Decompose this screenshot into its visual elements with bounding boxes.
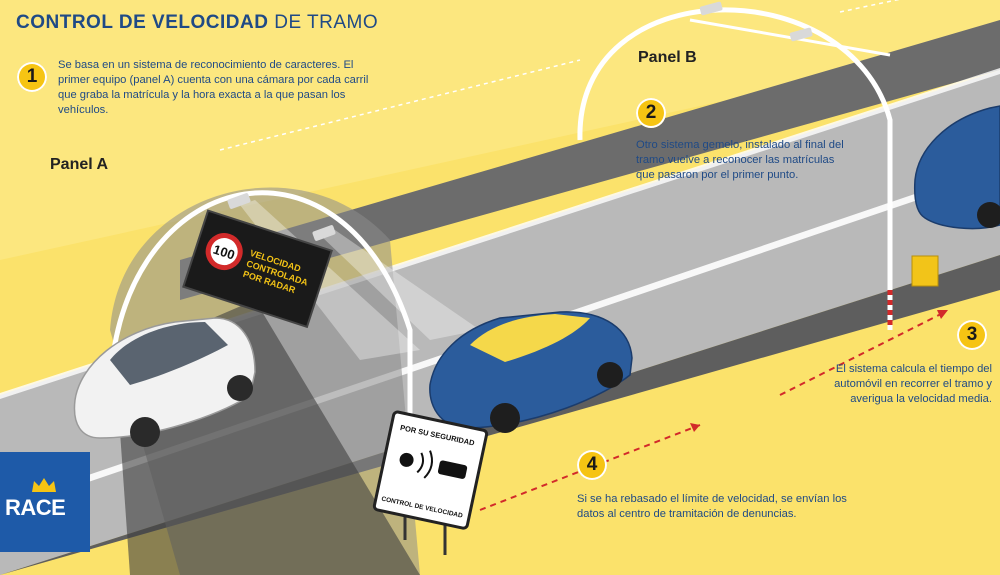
step-3-badge: 3 <box>957 320 987 350</box>
speed-sign: 100 VELOCIDAD CONTROLADA POR RADAR <box>182 209 333 329</box>
race-logo <box>0 452 90 552</box>
radar-waves-icon <box>416 450 433 479</box>
panel-a-label: Panel A <box>50 156 109 173</box>
camera-b2 <box>789 27 813 42</box>
panel-b-label: Panel B <box>638 49 697 66</box>
camera-beam-a2 <box>320 230 480 340</box>
arrow-head-2 <box>937 310 948 319</box>
blue-car-middle <box>429 311 633 433</box>
radar-icon <box>399 452 414 467</box>
control-box <box>911 255 939 287</box>
step-4-text: Si se ha rebasado el límite de velocidad… <box>577 493 847 520</box>
camera-a1 <box>227 193 251 209</box>
far-wall <box>180 20 1000 300</box>
step-3-text: El sistema calcula el tiempo del automóv… <box>834 363 992 405</box>
crown-icon <box>32 478 56 492</box>
guide-line-2 <box>839 0 900 13</box>
step-1-badge: 1 <box>17 62 47 92</box>
step-2-badge: 2 <box>636 98 666 128</box>
speed-limit-number: 100 <box>211 242 236 263</box>
blue-car-right <box>913 105 1000 230</box>
step-2-text: Otro sistema gemelo, instalado al final … <box>636 139 844 181</box>
vehicle-icon <box>437 460 468 479</box>
speed-limit-circle <box>205 233 243 271</box>
camera-a2 <box>312 225 336 241</box>
step-1-text: Se basa en un sistema de reconocimiento … <box>58 59 369 116</box>
road-sign: POR SU SEGURIDAD CONTROL DE VELOCIDAD <box>372 410 489 555</box>
camera-b1 <box>699 1 723 16</box>
race-logo-text: RACE <box>5 495 66 520</box>
white-car <box>73 317 256 447</box>
panel-b-beam <box>689 18 891 57</box>
panel-b-arch <box>577 7 893 330</box>
guide-line-1 <box>219 59 581 151</box>
page-title: CONTROL DE VELOCIDAD DE TRAMO <box>16 12 379 33</box>
step-4-badge: 4 <box>577 450 607 480</box>
arrow-head-1 <box>690 423 700 432</box>
panel-a-arch <box>107 190 413 500</box>
arrow-to-panel-b <box>779 311 946 396</box>
